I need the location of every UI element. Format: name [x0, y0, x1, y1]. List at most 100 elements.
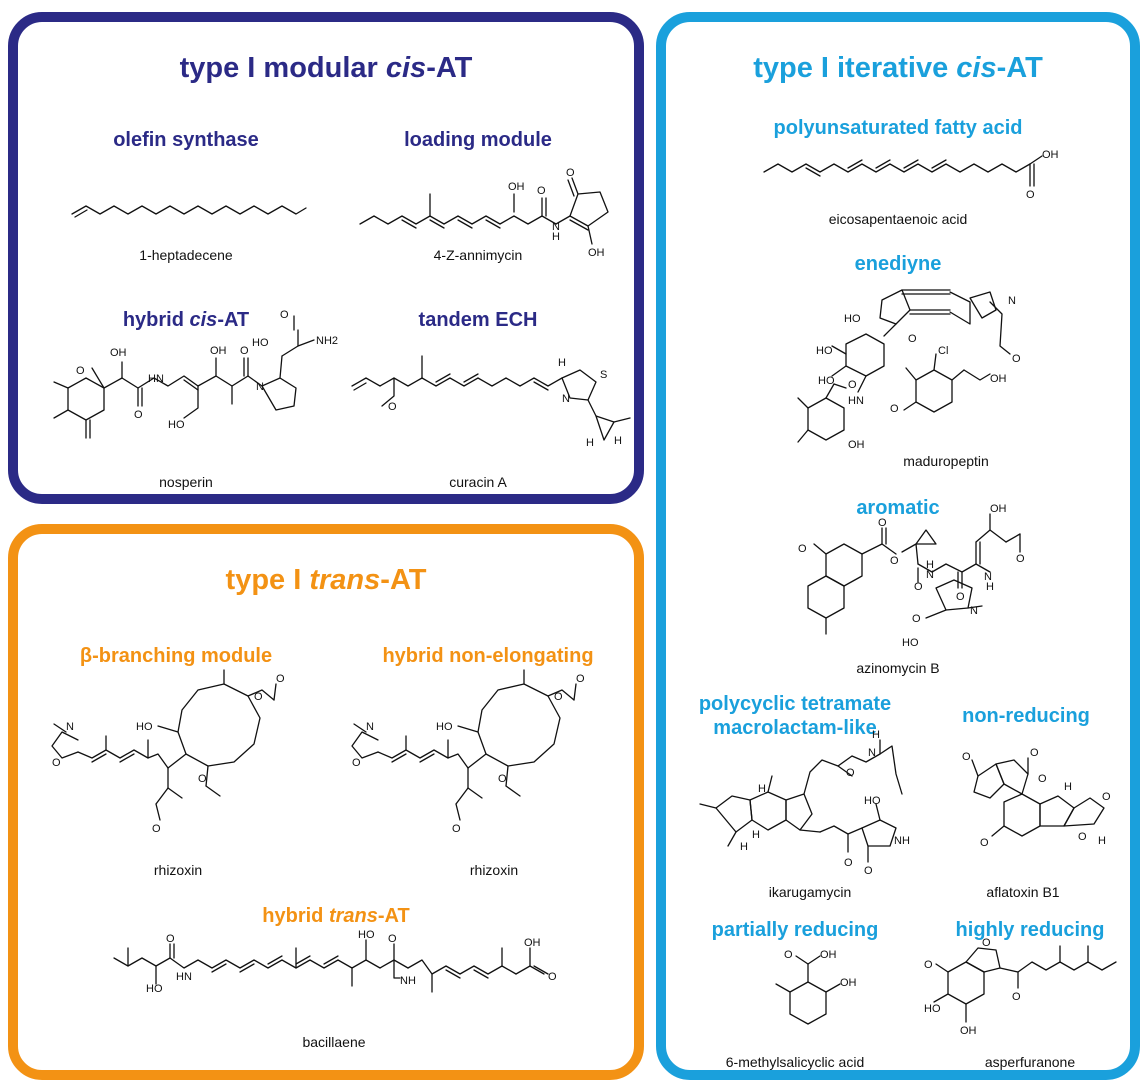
svg-text:O: O: [784, 949, 793, 961]
annimycin-structure: OH O H N O OH: [359, 167, 609, 259]
svg-text:NH2: NH2: [316, 335, 338, 347]
svg-text:O: O: [908, 333, 917, 345]
svg-text:HN: HN: [148, 373, 164, 385]
svg-text:O: O: [798, 543, 807, 555]
svg-text:OH: OH: [990, 503, 1007, 515]
compound-curacin-a: curacin A: [449, 474, 507, 490]
svg-text:H: H: [1064, 781, 1072, 793]
category-hybrid-cis-at: hybrid cis-AT: [122, 309, 250, 331]
compound-aflatoxin-b1: aflatoxin B1: [986, 884, 1060, 900]
svg-text:H: H: [552, 231, 560, 243]
svg-text:N: N: [552, 221, 560, 233]
svg-text:O: O: [848, 379, 857, 391]
category-polycyclic-tetramate: polycyclic tetramate macrolactam-like: [698, 693, 892, 739]
compound-maduropeptin: maduropeptin: [903, 453, 989, 469]
modular-panel-title: type I modular cis-AT: [179, 52, 473, 84]
svg-text:HO: HO: [136, 721, 153, 733]
trans-at-panel: type I trans-AT β-branching module hybri…: [8, 524, 644, 1080]
rhizoxin-structure-left: O O O HO O N O: [51, 669, 285, 835]
ikarugamycin-structure: H H H H N O HO O NH O: [699, 729, 910, 877]
svg-text:O: O: [878, 517, 887, 529]
svg-text:N: N: [562, 393, 570, 405]
svg-text:O: O: [134, 409, 143, 421]
svg-text:O: O: [388, 401, 397, 413]
svg-text:O: O: [1038, 773, 1047, 785]
svg-text:H: H: [586, 437, 594, 449]
svg-text:O: O: [554, 691, 563, 703]
svg-text:OH: OH: [508, 181, 525, 193]
svg-text:OH: OH: [820, 949, 837, 961]
svg-text:HO: HO: [864, 795, 881, 807]
category-enediyne: enediyne: [854, 253, 942, 275]
svg-text:H: H: [758, 783, 766, 795]
trans-panel-title: type I trans-AT: [225, 564, 427, 596]
svg-text:H: H: [558, 357, 566, 369]
svg-text:OH: OH: [960, 1025, 977, 1037]
svg-text:O: O: [198, 773, 207, 785]
svg-text:O: O: [452, 823, 461, 835]
svg-text:N: N: [366, 721, 374, 733]
svg-text:N: N: [1008, 295, 1016, 307]
svg-text:HO: HO: [844, 313, 861, 325]
svg-text:O: O: [844, 857, 853, 869]
svg-text:S: S: [600, 369, 607, 381]
category-olefin-synthase: olefin synthase: [113, 129, 259, 151]
svg-text:O: O: [890, 555, 899, 567]
svg-text:O: O: [498, 773, 507, 785]
svg-text:HN: HN: [848, 395, 864, 407]
curacin-structure: O S N H H H: [351, 355, 631, 449]
category-hybrid-trans-at: hybrid trans-AT: [262, 905, 410, 927]
svg-text:N: N: [256, 381, 264, 393]
methylsalicylic-acid-structure: O OH OH: [775, 949, 857, 1025]
svg-text:N: N: [984, 571, 992, 583]
svg-text:O: O: [956, 591, 965, 603]
compound-6-methylsalicyclic-acid: 6-methylsalicyclic acid: [725, 1054, 865, 1070]
category-partially-reducing: partially reducing: [711, 919, 879, 941]
svg-text:H: H: [926, 559, 934, 571]
svg-text:OH: OH: [1042, 149, 1059, 161]
svg-text:O: O: [1012, 353, 1021, 365]
category-highly-reducing: highly reducing: [955, 919, 1105, 941]
svg-text:HO: HO: [816, 345, 833, 357]
svg-text:OH: OH: [210, 345, 227, 357]
compound-rhizoxin-left: rhizoxin: [153, 862, 203, 878]
category-aromatic: aromatic: [856, 497, 940, 519]
svg-text:H: H: [752, 829, 760, 841]
compound-nosperin: nosperin: [159, 474, 213, 490]
svg-text:O: O: [1102, 791, 1111, 803]
svg-text:O: O: [980, 837, 989, 849]
svg-text:O: O: [166, 933, 175, 945]
svg-text:N: N: [926, 569, 934, 581]
iterative-cis-at-panel: type I iterative cis-AT polyunsaturated …: [656, 12, 1140, 1080]
svg-text:OH: OH: [840, 977, 857, 989]
category-hybrid-non-elongating: hybrid non-elongating: [382, 645, 594, 667]
svg-text:Cl: Cl: [938, 345, 948, 357]
svg-text:O: O: [1026, 189, 1035, 201]
svg-text:O: O: [276, 673, 285, 685]
epa-structure: OH O: [763, 149, 1059, 201]
svg-text:O: O: [240, 345, 249, 357]
svg-text:HO: HO: [902, 637, 919, 649]
svg-text:N: N: [66, 721, 74, 733]
compound-1-heptadecene: 1-heptadecene: [139, 247, 233, 263]
svg-text:H: H: [740, 841, 748, 853]
svg-text:OH: OH: [848, 439, 865, 451]
heptadecene-structure: [71, 205, 307, 218]
category-loading-module: loading module: [404, 129, 552, 151]
compound-eicosapentaenoic-acid: eicosapentaenoic acid: [828, 211, 968, 227]
svg-text:O: O: [548, 971, 557, 983]
compound-asperfuranone: asperfuranone: [984, 1054, 1076, 1070]
svg-text:O: O: [962, 751, 971, 763]
compound-rhizoxin-right: rhizoxin: [469, 862, 519, 878]
svg-text:H: H: [986, 581, 994, 593]
svg-text:HO: HO: [168, 419, 185, 431]
svg-text:HO: HO: [252, 337, 269, 349]
svg-text:O: O: [537, 185, 546, 197]
svg-text:O: O: [890, 403, 899, 415]
svg-text:O: O: [388, 933, 397, 945]
svg-text:H: H: [1098, 835, 1106, 847]
svg-text:O: O: [1016, 553, 1025, 565]
asperfuranone-structure: O O HO OH O: [924, 937, 1117, 1037]
svg-text:O: O: [566, 167, 575, 179]
category-polyunsaturated-fatty-acid: polyunsaturated fatty acid: [773, 117, 1023, 139]
